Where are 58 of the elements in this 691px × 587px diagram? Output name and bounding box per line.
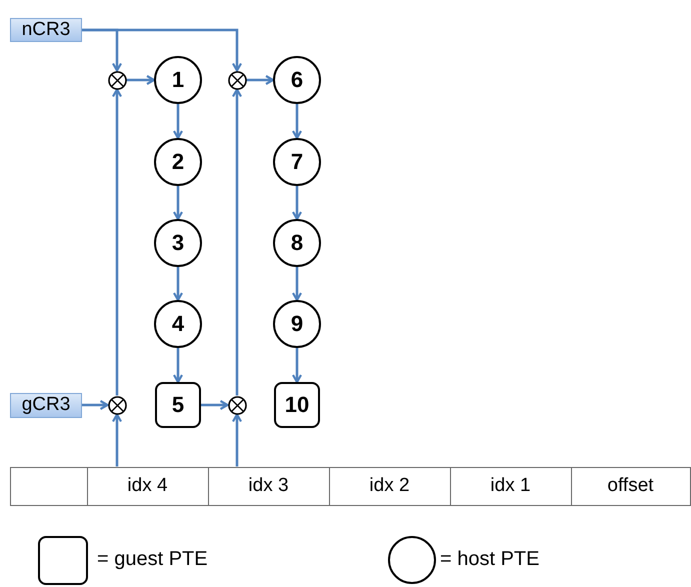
arrow <box>246 74 274 86</box>
node-label: 4 <box>172 311 184 337</box>
host-pte-circle <box>154 219 202 267</box>
node-label: 6 <box>290 67 304 93</box>
arrow <box>172 348 184 384</box>
table-cell <box>86 466 208 506</box>
arrow <box>172 267 184 302</box>
multiply-symbol <box>108 70 126 90</box>
node-label: 1 <box>172 67 184 93</box>
table-cell <box>328 466 450 506</box>
arrow <box>292 267 302 302</box>
host-pte-circle <box>273 56 321 104</box>
table-cell <box>450 466 572 506</box>
node-label: 5 <box>172 392 184 418</box>
legend-label: = host PTE <box>440 548 540 571</box>
host-pte-circle <box>273 219 321 267</box>
table-cell <box>208 466 330 506</box>
host-pte-circle <box>154 300 202 348</box>
arrow <box>82 400 109 410</box>
arrow <box>232 413 242 466</box>
node-label: offset <box>607 475 654 497</box>
arrow <box>292 348 302 384</box>
arrow <box>126 74 156 86</box>
multiply-symbol <box>228 396 246 414</box>
node-label: 7 <box>290 149 304 175</box>
arrow <box>232 88 242 396</box>
arrow <box>112 88 122 396</box>
node-label: 3 <box>172 230 184 256</box>
node-label: gCR3 <box>22 394 70 416</box>
arrow <box>292 104 302 140</box>
arrow <box>172 186 184 220</box>
legend-label: = guest PTE <box>97 548 208 571</box>
multiply-symbol <box>108 396 126 414</box>
node-label: idx 2 <box>369 475 410 497</box>
arrow <box>292 186 302 220</box>
multiply-symbol <box>228 70 246 90</box>
host-pte-circle <box>154 56 202 104</box>
node-label: idx 3 <box>248 475 289 497</box>
node-label: idx 4 <box>127 475 168 497</box>
host-pte-circle <box>154 138 202 186</box>
guest-pte-box <box>155 382 201 428</box>
host-pte-circle <box>273 300 321 348</box>
node-label: 2 <box>172 149 184 175</box>
register-box <box>10 392 82 418</box>
node-label: 10 <box>284 392 310 418</box>
node-label: 8 <box>290 230 304 256</box>
arrow <box>112 413 122 466</box>
guest-pte-box <box>274 382 320 428</box>
host-pte-circle <box>273 138 321 186</box>
node-label: idx 1 <box>490 475 531 497</box>
node-label: nCR3 <box>22 19 70 41</box>
arrow <box>82 28 242 72</box>
node-label: 9 <box>290 311 304 337</box>
table-cell <box>10 466 88 506</box>
table-cell <box>570 466 690 506</box>
arrow <box>172 104 184 140</box>
register-box <box>10 18 82 42</box>
arrow <box>201 400 229 410</box>
